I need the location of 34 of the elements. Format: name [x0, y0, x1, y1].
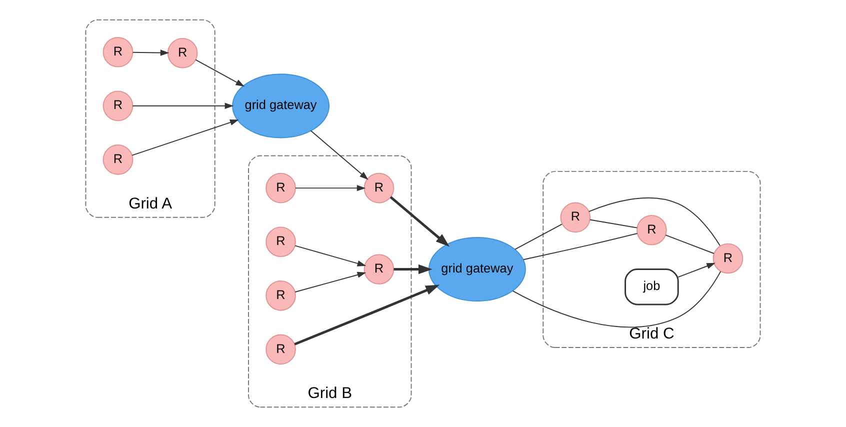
arrow	[678, 262, 716, 278]
node-circle: R	[102, 36, 134, 68]
arrow	[394, 264, 432, 274]
node-circle: R	[102, 144, 134, 175]
connector	[665, 234, 714, 254]
arrow	[132, 120, 239, 156]
connector	[512, 270, 722, 328]
node-circle: R	[266, 226, 296, 258]
node-circle: R	[364, 254, 394, 284]
connector	[514, 224, 562, 250]
node-circle: R	[102, 90, 134, 122]
node-circle: R	[266, 280, 296, 311]
node-circle: R	[636, 214, 667, 246]
node-circle: R	[364, 172, 394, 204]
node-circle: R	[266, 334, 296, 365]
arrow	[294, 272, 366, 292]
node-ellipse: grid gateway	[232, 74, 330, 138]
arrow	[310, 130, 368, 180]
arrow	[195, 59, 245, 87]
arrow	[295, 184, 366, 192]
node-circle: R	[560, 202, 591, 233]
arrow	[132, 50, 170, 56]
node-circle: R	[712, 243, 744, 274]
arrow	[390, 196, 450, 247]
arrow	[132, 102, 234, 109]
connector	[522, 232, 638, 260]
node-box: job	[624, 268, 679, 306]
node-circle: R	[266, 172, 296, 204]
arrow	[294, 284, 440, 346]
arrow	[294, 245, 366, 266]
connector	[590, 219, 638, 228]
node-circle: R	[167, 38, 198, 68]
connector	[588, 197, 720, 246]
node-ellipse: grid gateway	[428, 236, 526, 302]
